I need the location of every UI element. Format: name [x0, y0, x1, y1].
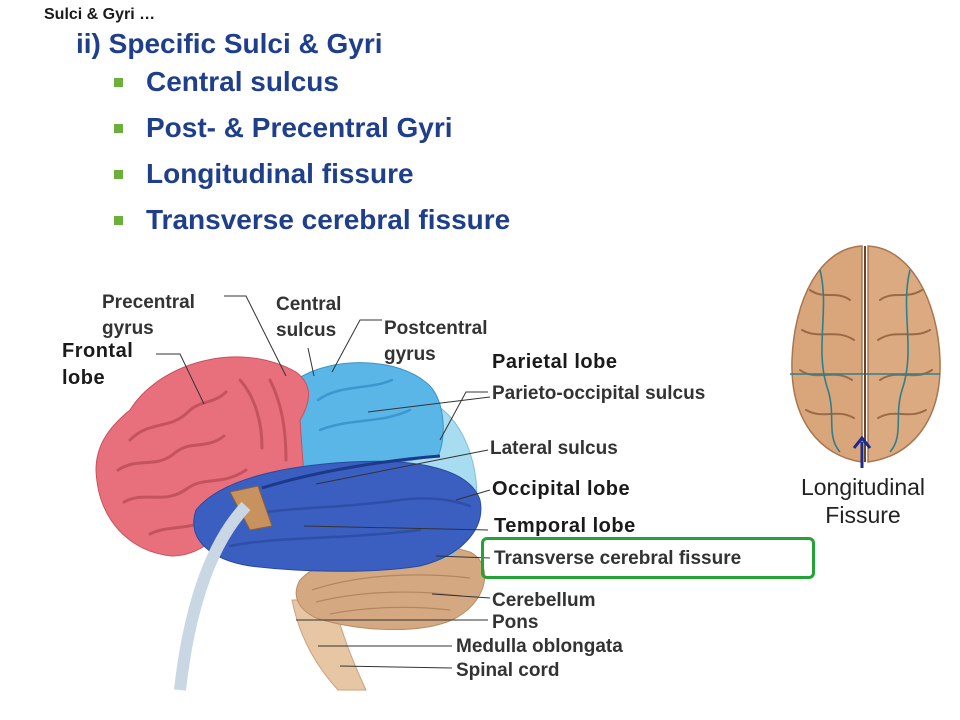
- label-line: lobe: [62, 367, 106, 389]
- bullet-square-icon: [114, 216, 123, 225]
- label-line: sulcus: [276, 319, 337, 341]
- label-occipital-lobe: Occipital lobe: [492, 478, 631, 500]
- bullet-square-icon: [114, 78, 123, 87]
- left-hemisphere: [791, 245, 863, 463]
- label-transverse-cerebral-fissure: Transverse cerebral fissure: [494, 548, 742, 569]
- cerebellum-folia: [311, 574, 471, 615]
- bullet-square-icon: [114, 124, 123, 133]
- label-central-sulcus: Central sulcus: [276, 292, 341, 343]
- lateral-sulcus-line: [261, 454, 441, 490]
- top-view-caption: Longitudinal Fissure: [780, 474, 946, 529]
- bullet-text: Post- & Precentral Gyri: [146, 112, 453, 143]
- label-line: Precentral: [102, 292, 195, 313]
- label-temporal-lobe: Temporal lobe: [494, 515, 636, 537]
- label-spinal-cord: Spinal cord: [456, 660, 560, 681]
- top-view-gyri: [799, 289, 933, 419]
- right-hemisphere: [867, 245, 941, 463]
- bullet-text: Transverse cerebral fissure: [146, 204, 511, 235]
- arrow-up-icon: [852, 436, 872, 468]
- temporal-lobe-shape: [193, 460, 482, 572]
- label-pons: Pons: [492, 612, 539, 633]
- label-parieto-occipital-sulcus: Parieto-occipital sulcus: [492, 383, 706, 404]
- label-lateral-sulcus: Lateral sulcus: [490, 438, 618, 459]
- leader-lines: [156, 295, 491, 669]
- label-postcentral-gyrus: Postcentral gyrus: [384, 316, 487, 367]
- label-parietal-lobe: Parietal lobe: [492, 351, 618, 373]
- caption-line-2: Fissure: [825, 501, 901, 528]
- label-precentral-gyrus: Precentral gyrus: [102, 290, 195, 341]
- parietal-gyri: [316, 378, 412, 432]
- slide-heading: ii) Specific Sulci & Gyri: [76, 28, 383, 59]
- brain-top-view: [790, 245, 941, 463]
- highlight-box: [481, 537, 815, 579]
- bullet-text: Central sulcus: [146, 66, 339, 97]
- label-line: Postcentral: [384, 318, 488, 339]
- caption-line-1: Longitudinal: [800, 474, 926, 500]
- label-line: gyrus: [384, 343, 436, 365]
- label-cerebellum: Cerebellum: [492, 590, 596, 611]
- breadcrumb: Sulci & Gyri …: [44, 6, 156, 23]
- label-line: Central: [276, 294, 342, 315]
- spinal-column: [174, 501, 251, 691]
- bullet-square-icon: [114, 170, 123, 179]
- label-line: Frontal: [62, 340, 134, 362]
- label-line: gyrus: [102, 317, 154, 339]
- label-medulla-oblongata: Medulla oblongata: [456, 636, 623, 657]
- bullet-text: Longitudinal fissure: [146, 158, 414, 189]
- label-frontal-lobe: Frontal lobe: [62, 338, 133, 392]
